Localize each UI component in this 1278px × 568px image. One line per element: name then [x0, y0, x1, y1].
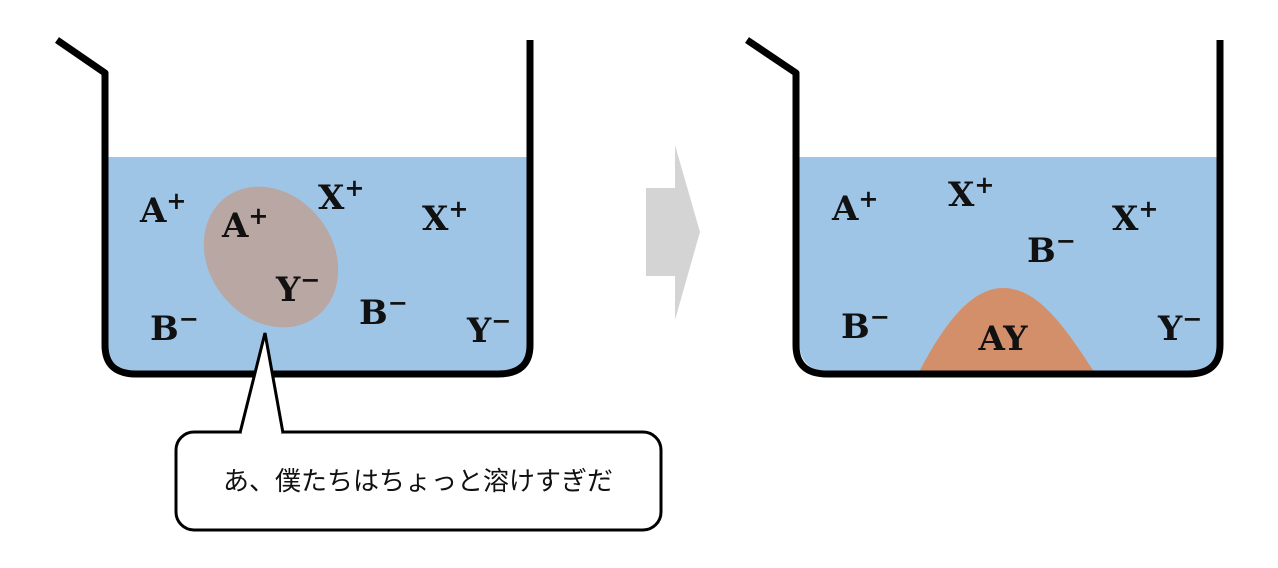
pair-ion-y-minus: Y−: [275, 265, 320, 310]
right-water: [799, 157, 1219, 372]
speech-bubble-tail: [238, 332, 285, 434]
left-ion-x-plus-2: X+: [422, 194, 469, 239]
left-beaker-outline: [55, 37, 534, 378]
speech-bubble-text: あ、僕たちはちょっと溶けすぎだ: [223, 467, 613, 497]
left-beaker: A+ X+ X+ B− B− Y− A+ Y−: [55, 37, 534, 378]
left-ion-y-minus: Y−: [466, 306, 511, 351]
right-ion-x-plus-2: X+: [1112, 194, 1159, 239]
right-beaker-outline: [745, 37, 1224, 378]
pair-ion-a-plus: A+: [221, 201, 269, 246]
right-ion-b-minus-2: B−: [841, 302, 890, 347]
left-ion-x-plus-1: X+: [318, 173, 365, 218]
right-ion-a-plus: A+: [831, 184, 879, 229]
speech-bubble-box: [174, 430, 663, 532]
left-ion-b-minus-2: B−: [359, 288, 408, 333]
left-ion-a-plus: A+: [139, 186, 187, 231]
right-ion-x-plus-1: X+: [948, 170, 995, 215]
right-arrow-icon: [646, 145, 700, 320]
left-ion-pair-ellipse: [203, 186, 339, 328]
right-ion-y-minus: Y−: [1157, 304, 1202, 349]
right-beaker: A+ X+ X+ B− B− Y− AY: [745, 37, 1224, 378]
speech-bubble: あ、僕たちはちょっと溶けすぎだ: [174, 332, 663, 532]
left-ion-b-minus-1: B−: [150, 304, 199, 349]
precipitate-label: AY: [978, 319, 1029, 359]
right-ion-b-minus-1: B−: [1027, 226, 1076, 271]
precipitate-mound: [919, 288, 1094, 372]
